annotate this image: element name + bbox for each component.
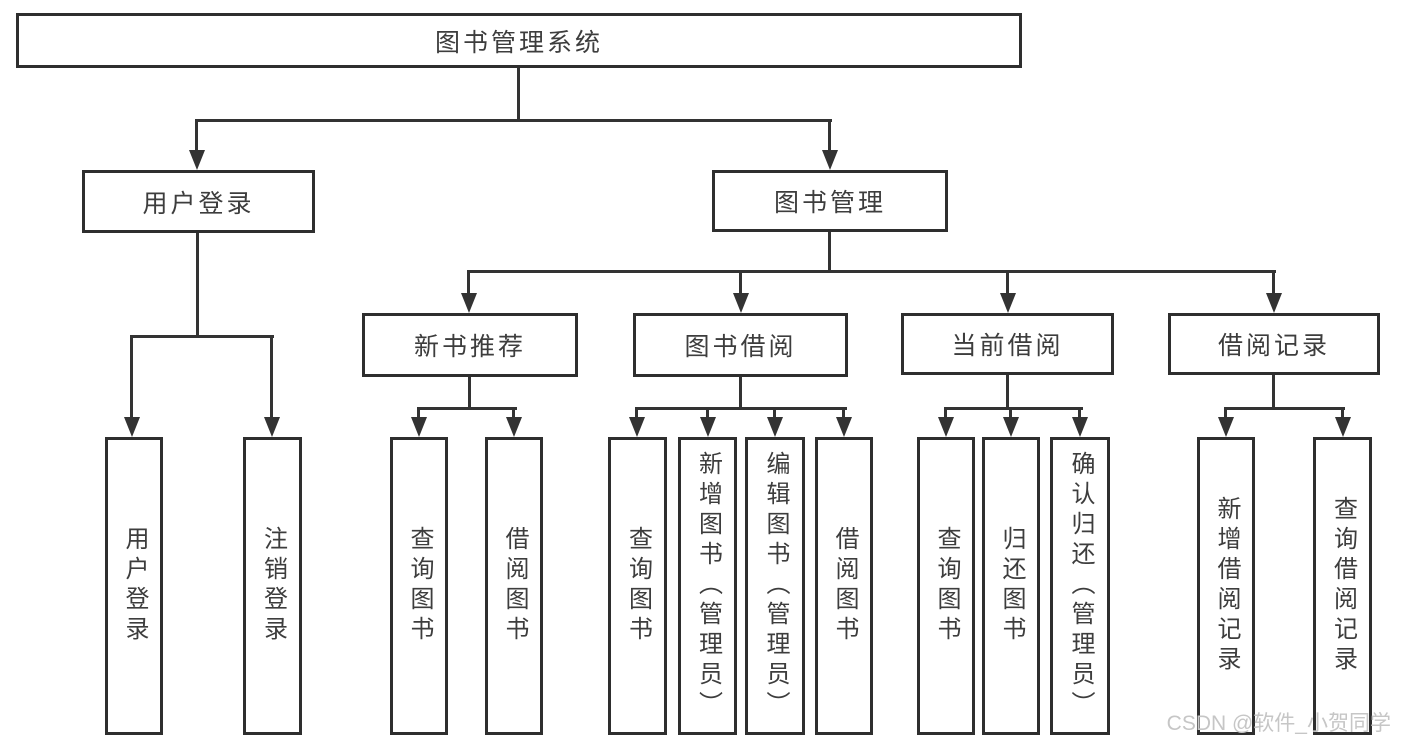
arrow-down-icon bbox=[999, 270, 1016, 313]
node-book-borrowing: 图书借阅 bbox=[633, 313, 848, 377]
arrow-down-icon bbox=[505, 407, 522, 437]
leaf-confirm-return-admin: 确认归还（管理员） bbox=[1050, 437, 1110, 735]
connector-user-login-stem bbox=[196, 233, 199, 335]
connector-new-book-stem bbox=[468, 377, 471, 407]
node-label: 图书借阅 bbox=[684, 333, 797, 361]
arrow-down-icon bbox=[732, 270, 749, 313]
connector-root-stem bbox=[517, 68, 520, 119]
arrow-down-icon bbox=[1217, 407, 1234, 437]
connector-book-borrowing-branch bbox=[635, 407, 847, 410]
arrow-down-icon bbox=[188, 119, 205, 170]
arrow-down-icon bbox=[1002, 407, 1019, 437]
leaf-label: 查询图书 bbox=[624, 526, 652, 646]
csdn-watermark: CSDN @软件_小贺同学 bbox=[1166, 712, 1391, 735]
leaf-return-book: 归还图书 bbox=[982, 437, 1040, 735]
leaf-edit-book-admin: 编辑图书（管理员） bbox=[745, 437, 805, 735]
leaf-query-books-recommend: 查询图书 bbox=[390, 437, 448, 735]
node-user-login: 用户登录 bbox=[82, 170, 315, 233]
leaf-label: 借阅图书 bbox=[501, 526, 528, 646]
leaf-label: 新增借阅记录 bbox=[1213, 496, 1240, 676]
connector-book-management-branch bbox=[467, 270, 1276, 273]
node-label: 图书管理系统 bbox=[434, 28, 603, 57]
node-label: 借阅记录 bbox=[1217, 332, 1330, 360]
connector-book-borrowing-stem bbox=[739, 377, 742, 407]
leaf-label: 新增图书（管理员） bbox=[694, 451, 722, 721]
leaf-label: 查询图书 bbox=[406, 526, 433, 646]
connector-root-branch bbox=[195, 119, 832, 122]
leaf-borrow-books-recommend: 借阅图书 bbox=[485, 437, 543, 735]
connector-borrowing-records-branch bbox=[1224, 407, 1345, 410]
arrow-down-icon bbox=[1334, 407, 1351, 437]
node-new-book-recommendation: 新书推荐 bbox=[362, 313, 578, 377]
arrow-down-icon bbox=[821, 119, 838, 170]
node-label: 当前借阅 bbox=[951, 332, 1064, 360]
arrow-down-icon bbox=[123, 335, 140, 437]
leaf-label: 借阅图书 bbox=[831, 526, 858, 646]
leaf-label: 注销登录 bbox=[259, 526, 287, 646]
arrow-down-icon bbox=[699, 407, 716, 437]
leaf-add-borrow-record: 新增借阅记录 bbox=[1197, 437, 1255, 735]
node-label: 新书推荐 bbox=[413, 333, 526, 361]
arrow-down-icon bbox=[1265, 270, 1282, 313]
connector-new-book-branch bbox=[417, 407, 517, 410]
leaf-query-books-borrowing: 查询图书 bbox=[608, 437, 667, 735]
node-book-management: 图书管理 bbox=[712, 170, 948, 232]
leaf-query-borrow-record: 查询借阅记录 bbox=[1313, 437, 1372, 735]
leaf-query-books-current: 查询图书 bbox=[917, 437, 975, 735]
leaf-label: 查询图书 bbox=[933, 526, 960, 646]
connector-current-borrowing-stem bbox=[1006, 375, 1009, 407]
leaf-borrow-books: 借阅图书 bbox=[815, 437, 873, 735]
arrow-down-icon bbox=[835, 407, 852, 437]
leaf-label: 归还图书 bbox=[998, 526, 1025, 646]
arrow-down-icon bbox=[766, 407, 783, 437]
leaf-label: 用户登录 bbox=[121, 526, 148, 646]
arrow-down-icon bbox=[410, 407, 427, 437]
node-borrowing-records: 借阅记录 bbox=[1168, 313, 1380, 375]
connector-current-borrowing-branch bbox=[944, 407, 1083, 410]
leaf-label: 编辑图书（管理员） bbox=[762, 451, 789, 721]
leaf-add-book-admin: 新增图书（管理员） bbox=[678, 437, 737, 735]
node-current-borrowing: 当前借阅 bbox=[901, 313, 1114, 375]
leaf-label: 确认归还（管理员） bbox=[1067, 451, 1094, 721]
connector-borrowing-records-stem bbox=[1272, 375, 1275, 407]
node-library-management-system: 图书管理系统 bbox=[16, 13, 1022, 68]
leaf-user-login: 用户登录 bbox=[105, 437, 163, 735]
node-label: 图书管理 bbox=[773, 189, 886, 217]
connector-user-login-branch bbox=[130, 335, 274, 338]
connector-book-management-stem bbox=[828, 232, 831, 270]
arrow-down-icon bbox=[460, 270, 477, 313]
leaf-label: 查询借阅记录 bbox=[1329, 496, 1357, 676]
leaf-logout: 注销登录 bbox=[243, 437, 302, 735]
arrow-down-icon bbox=[263, 335, 280, 437]
node-label: 用户登录 bbox=[142, 189, 255, 218]
arrow-down-icon bbox=[937, 407, 954, 437]
arrow-down-icon bbox=[1071, 407, 1088, 437]
arrow-down-icon bbox=[628, 407, 645, 437]
